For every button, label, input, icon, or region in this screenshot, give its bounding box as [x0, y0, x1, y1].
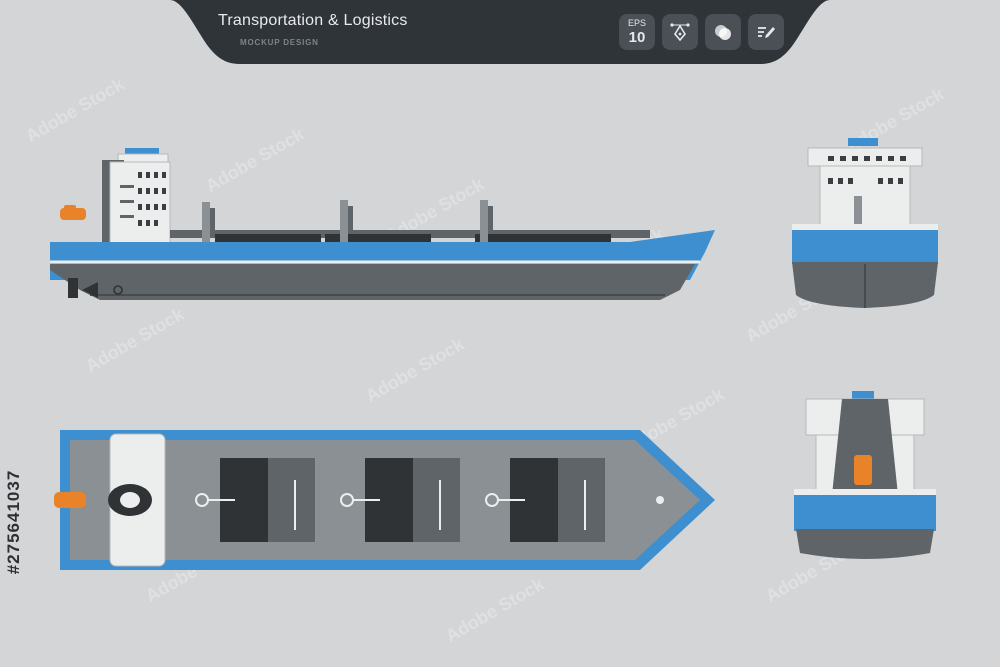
- watermark: Adobe Stock: [362, 333, 468, 407]
- ship-top-illustration: [54, 430, 715, 570]
- ship-side-illustration: [50, 148, 715, 300]
- side-view: [40, 130, 730, 325]
- rear-view: [780, 385, 950, 580]
- header-title: Transportation & Logistics: [218, 12, 408, 29]
- eps-file-icon: EPS 10: [619, 14, 655, 50]
- header-shape: [170, 0, 830, 64]
- pen-tool-icon: [662, 14, 698, 50]
- header-subtitle: MOCKUP DESIGN: [240, 38, 319, 47]
- top-view: [40, 420, 730, 585]
- eps-version: 10: [628, 29, 646, 46]
- front-view: [780, 130, 950, 325]
- stock-id-text: #275641037: [4, 469, 23, 575]
- stock-id-label: #275641037: [4, 432, 24, 612]
- edit-lines-icon: [748, 14, 784, 50]
- ship-rear-illustration: [794, 391, 936, 559]
- ship-front-illustration: [792, 138, 938, 308]
- header-bar: Transportation & Logistics MOCKUP DESIGN…: [0, 0, 1000, 70]
- eps-label: EPS: [627, 18, 646, 28]
- color-circles-icon: [705, 14, 741, 50]
